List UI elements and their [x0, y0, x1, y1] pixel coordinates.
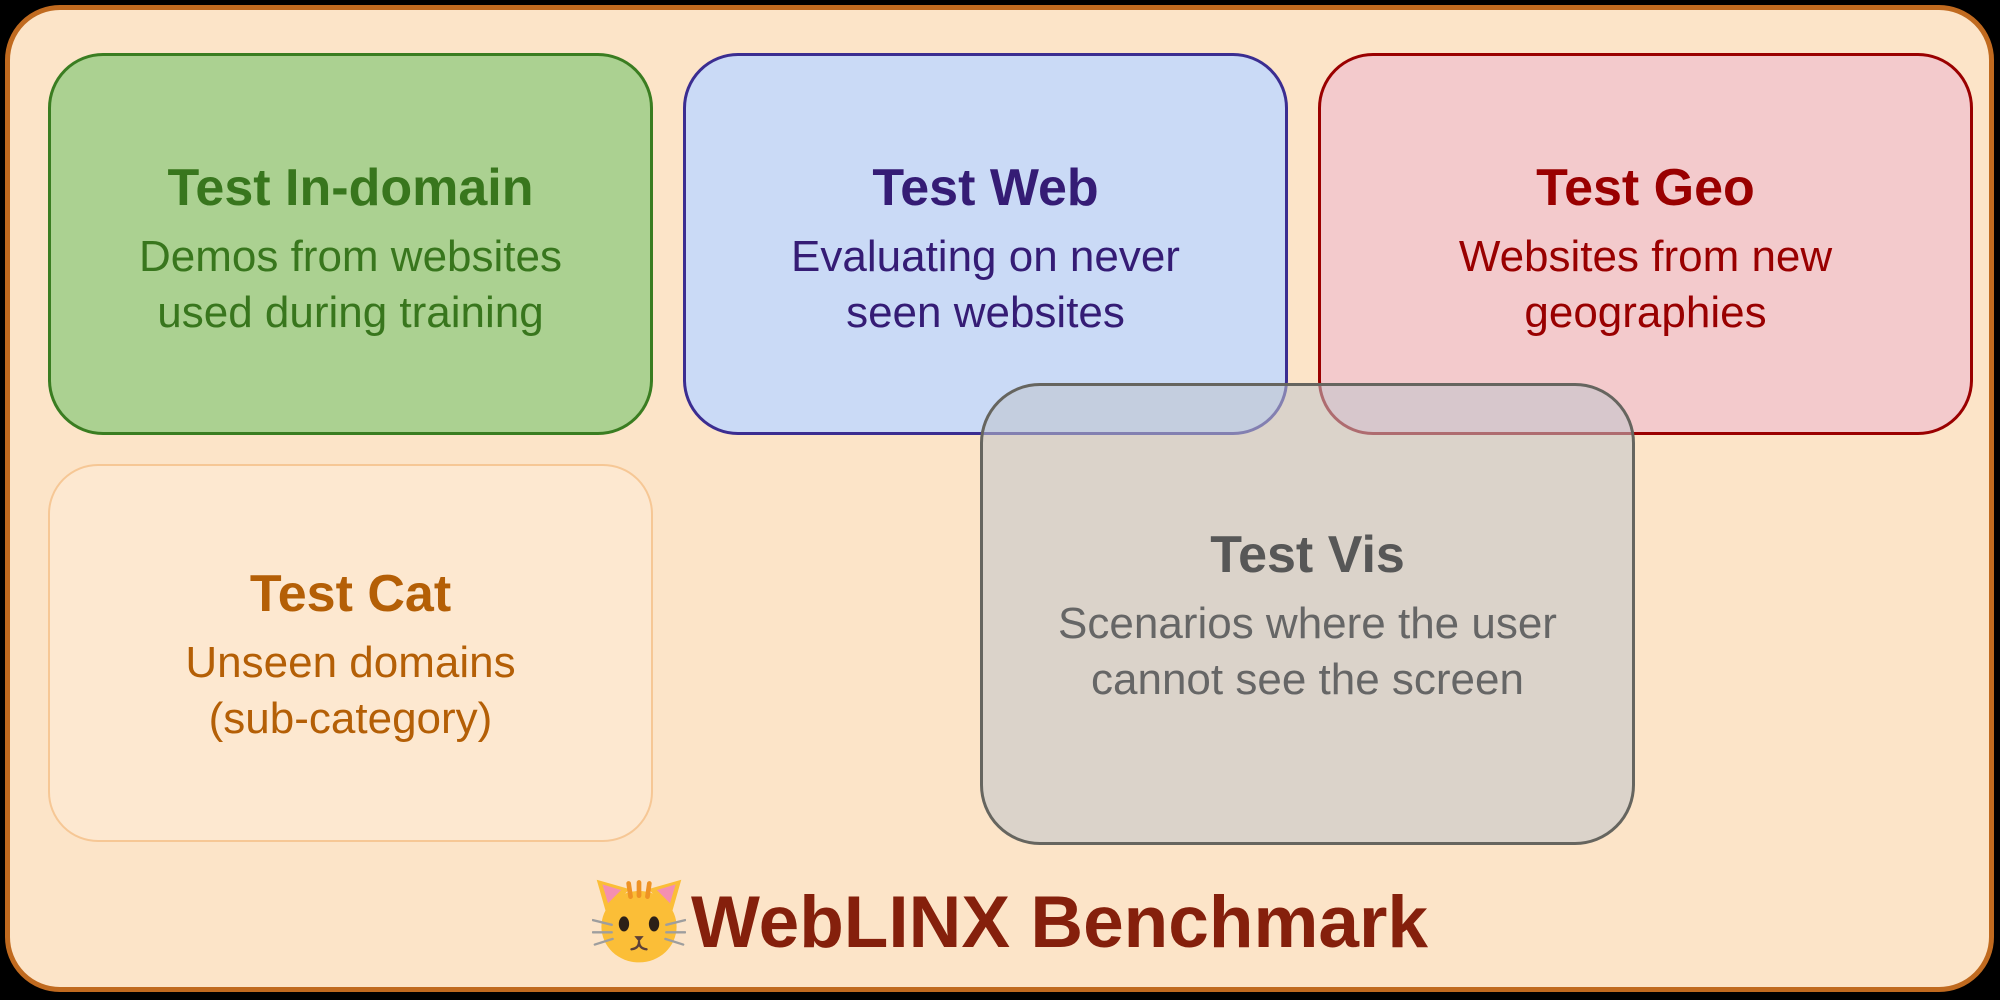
box-test-vis-line2: cannot see the screen — [1091, 654, 1524, 704]
box-test-cat-title: Test Cat — [249, 565, 452, 624]
box-test-in-domain: Test In-domain Demos from websites used … — [48, 53, 653, 435]
benchmark-title: WebLINX Benchmark — [691, 881, 1428, 963]
box-test-geo-line1: Websites from new — [1458, 232, 1833, 282]
figure-canvas: Test In-domain Demos from websites used … — [5, 5, 1994, 992]
box-test-vis-title: Test Vis — [1210, 526, 1405, 585]
box-test-vis: Test Vis Scenarios where the user cannot… — [980, 383, 1635, 845]
box-test-in-domain-title: Test In-domain — [167, 159, 534, 218]
cat-face-emoji-icon — [592, 875, 687, 969]
box-test-web: Test Web Evaluating on never seen websit… — [683, 53, 1288, 435]
benchmark-footer: WebLINX Benchmark — [10, 872, 2000, 972]
box-test-geo: Test Geo Websites from new geographies — [1318, 53, 1973, 435]
box-test-cat: Test Cat Unseen domains (sub-category) — [48, 464, 653, 842]
box-test-vis-line1: Scenarios where the user — [1058, 599, 1557, 649]
box-test-web-line2: seen websites — [846, 287, 1125, 337]
box-test-geo-line2: geographies — [1524, 287, 1767, 337]
box-test-cat-line1: Unseen domains — [185, 638, 516, 688]
box-test-in-domain-line1: Demos from websites — [138, 232, 562, 282]
box-test-geo-title: Test Geo — [1536, 159, 1755, 218]
box-test-cat-line2: (sub-category) — [208, 693, 493, 743]
box-test-in-domain-line2: used during training — [157, 287, 544, 337]
box-test-web-line1: Evaluating on never — [791, 232, 1180, 282]
box-test-web-title: Test Web — [872, 159, 1099, 218]
